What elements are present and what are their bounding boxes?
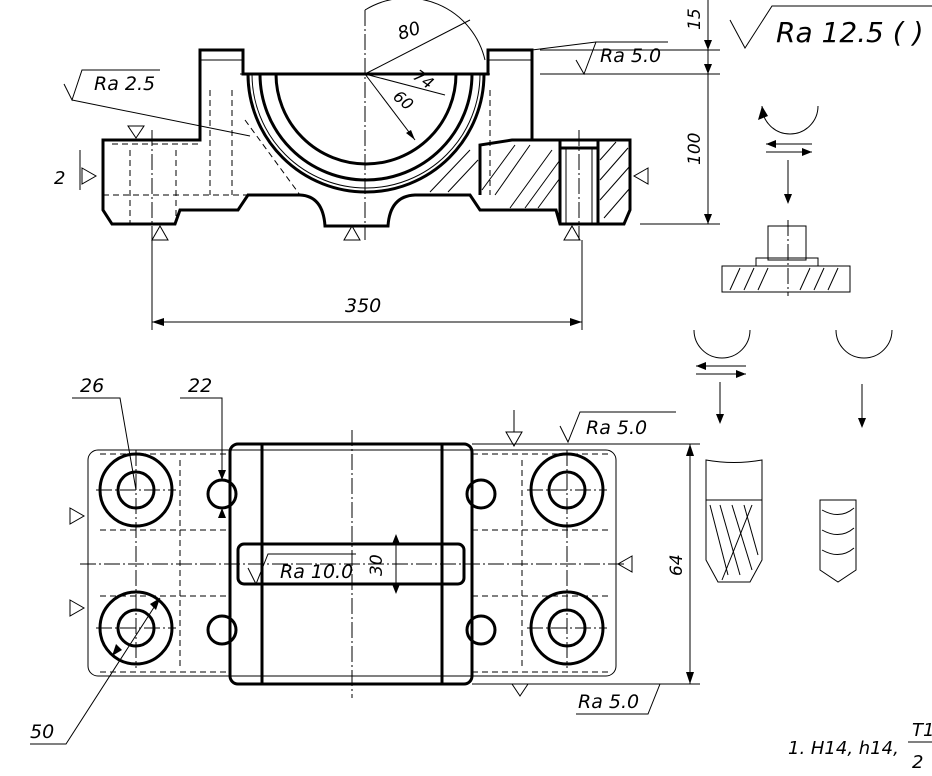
dim-d22: 22 [188, 375, 212, 397]
operation-sketches [693, 105, 893, 583]
datum-symbol [69, 599, 86, 617]
arrowhead [696, 362, 706, 370]
support-symbol [563, 224, 581, 241]
arrowhead [802, 148, 812, 156]
roughness-symbol [575, 41, 668, 76]
roughness-general: Ra 12.5 ( ) [776, 16, 924, 49]
drill-icon [819, 499, 857, 583]
hidden-line [244, 119, 301, 196]
roughness-symbol [63, 69, 160, 102]
dim-d26: 26 [80, 375, 104, 397]
general-roughness: Ra 12.5 ( ) [729, 5, 932, 49]
dim-r74: 74 [410, 66, 438, 93]
roughness-slot: Ra 10.0 [280, 561, 353, 583]
roughness-plan-top: Ra 5.0 [586, 417, 647, 439]
small-hole [206, 614, 238, 646]
arrowhead [758, 106, 768, 120]
dim-h15: 15 [685, 8, 705, 30]
mill-collar [755, 257, 819, 267]
datum-symbol [616, 555, 633, 573]
r60-leader [364, 73, 416, 141]
d22-leader [180, 397, 223, 480]
support-symbol [511, 683, 529, 697]
arrowhead [392, 584, 400, 594]
mill-shank [767, 225, 807, 261]
datum-symbol [69, 507, 86, 525]
roughness-symbol [247, 553, 356, 586]
arrowhead [716, 414, 724, 424]
section-hatching [429, 141, 631, 219]
front-view-outline [101, 48, 632, 228]
arrowhead [152, 318, 164, 326]
datum-symbol [81, 167, 98, 185]
arrowhead [406, 130, 415, 140]
support-symbol [127, 125, 145, 139]
section-outline [478, 138, 600, 224]
support-symbol [151, 224, 169, 241]
rotation-arc-icon [693, 329, 751, 359]
tolerance-note: 1. H14, h14, [788, 738, 899, 759]
dim-w64: 64 [667, 554, 687, 576]
arrowhead [218, 508, 226, 518]
note-fraction-top: T1 [912, 720, 932, 741]
arrowhead [392, 534, 400, 544]
rotation-arc-icon [761, 105, 819, 135]
marker-2: 2 [54, 168, 65, 189]
dim-r60: 60 [389, 87, 417, 115]
roughness-symbol [576, 683, 661, 715]
face-mill-hatching [729, 267, 839, 291]
bore-outer-arc [251, 73, 481, 189]
dim-h100: 100 [685, 133, 705, 165]
bore-middle-arc [258, 73, 474, 182]
dim-r80: 80 [395, 18, 423, 45]
arrowhead [112, 644, 122, 656]
roughness-plan-bottom: Ra 5.0 [578, 691, 639, 713]
small-hole [465, 614, 497, 646]
arrowhead [784, 194, 792, 204]
r80-leader [364, 19, 471, 75]
front-view [63, 0, 720, 330]
dim-w350: 350 [345, 295, 381, 317]
r80-arc [364, 0, 486, 61]
support-symbol [505, 431, 523, 448]
datum-symbol [632, 167, 649, 185]
r74-leader [364, 73, 446, 96]
bore-inner-arc [274, 73, 458, 166]
drill-flutes [821, 507, 855, 555]
roughness-top-face: Ra 5.0 [600, 45, 661, 67]
d26-leader [72, 397, 137, 491]
small-hole [465, 478, 497, 510]
rotation-arc-icon [835, 329, 893, 359]
arrowhead [150, 598, 160, 610]
roughness-bore: Ra 2.5 [94, 73, 155, 95]
d50-leader [30, 597, 161, 745]
roughness-symbol [559, 411, 676, 444]
arrowhead [704, 64, 712, 74]
dim-w30: 30 [367, 554, 387, 576]
roughness-leader [531, 41, 597, 51]
roughness-check-icon [729, 5, 932, 49]
roughness-leader [71, 99, 251, 137]
arrowhead [704, 40, 712, 50]
support-symbol [343, 224, 361, 241]
counterbore-tool [705, 500, 763, 583]
small-hole [206, 478, 238, 510]
face-mill [721, 265, 851, 293]
arrowhead [686, 672, 694, 684]
dim-d50: 50 [30, 721, 54, 743]
counterbore-shank [705, 459, 763, 501]
arrowhead [766, 140, 776, 148]
note-fraction-bottom: 2 [912, 752, 923, 773]
arrowhead [686, 444, 694, 456]
arrowhead [570, 318, 582, 326]
counterbore-flutes [709, 504, 759, 581]
arrowhead [736, 370, 746, 378]
arrowhead [218, 470, 226, 480]
arrowhead [858, 418, 866, 428]
arrowhead [704, 214, 712, 224]
plan-view [30, 397, 700, 745]
